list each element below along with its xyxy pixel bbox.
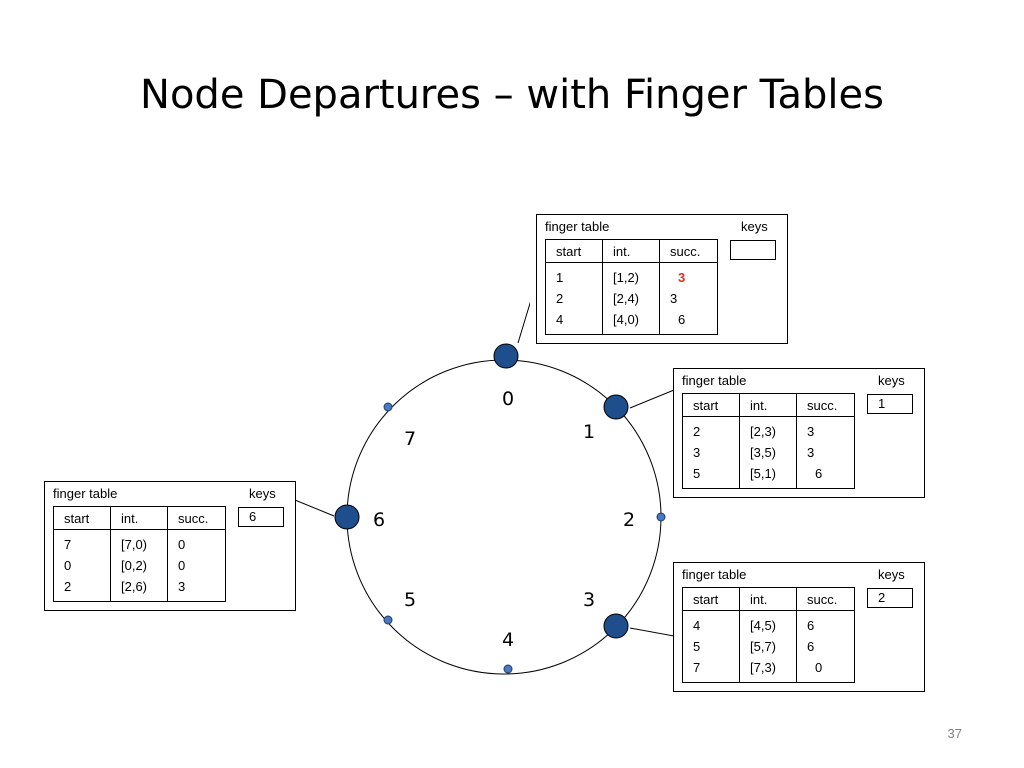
col-start: start <box>545 239 603 263</box>
node-3 <box>603 613 629 639</box>
finger-table-header: finger table <box>53 486 118 501</box>
keys-box <box>730 240 776 260</box>
node-6 <box>334 504 360 530</box>
id-point-7 <box>383 402 393 412</box>
col-succ: succ. <box>167 506 226 530</box>
keys-box: 1 <box>867 394 913 414</box>
keys-box: 2 <box>867 588 913 608</box>
node-1 <box>603 394 629 420</box>
slide-title: Node Departures – with Finger Tables <box>140 72 884 118</box>
col-int: int. <box>739 393 797 417</box>
callout-pointer-node6 <box>294 499 335 538</box>
page-number: 37 <box>947 726 962 741</box>
ring-label-2: 2 <box>623 509 635 531</box>
col-succ: succ. <box>796 587 855 611</box>
id-point-5 <box>383 615 393 625</box>
int-cell: [2,3)[3,5)[5,1) <box>739 416 797 489</box>
int-cell: [1,2)[2,4)[4,0) <box>602 262 660 335</box>
callout-pointer-node1 <box>629 389 675 409</box>
node-0 <box>493 343 519 369</box>
updated-succ: 3 <box>678 270 686 285</box>
col-start: start <box>682 393 740 417</box>
finger-table-header: finger table <box>545 219 610 234</box>
col-succ: succ. <box>659 239 718 263</box>
ring-label-7: 7 <box>404 428 416 450</box>
keys-header: keys <box>878 567 905 582</box>
ring-label-6: 6 <box>373 509 385 531</box>
finger-table-header: finger table <box>682 373 747 388</box>
keys-header: keys <box>741 219 768 234</box>
finger-table-header: finger table <box>682 567 747 582</box>
callout-pointer-node3 <box>629 627 675 684</box>
col-int: int. <box>739 587 797 611</box>
callout-pointer-node0 <box>517 299 532 344</box>
ring-label-5: 5 <box>404 589 416 611</box>
id-point-4 <box>503 664 513 674</box>
col-start: start <box>53 506 111 530</box>
ring-label-0: 0 <box>502 388 514 410</box>
keys-header: keys <box>249 486 276 501</box>
ring-label-4: 4 <box>502 629 514 651</box>
col-int: int. <box>110 506 168 530</box>
ring-label-3: 3 <box>583 589 595 611</box>
col-start: start <box>682 587 740 611</box>
int-cell: [7,0)[0,2)[2,6) <box>110 529 168 602</box>
id-point-2 <box>656 512 666 522</box>
keys-box: 6 <box>238 507 284 527</box>
ring-label-1: 1 <box>583 421 595 443</box>
int-cell: [4,5)[5,7)[7,3) <box>739 610 797 683</box>
col-succ: succ. <box>796 393 855 417</box>
keys-header: keys <box>878 373 905 388</box>
col-int: int. <box>602 239 660 263</box>
